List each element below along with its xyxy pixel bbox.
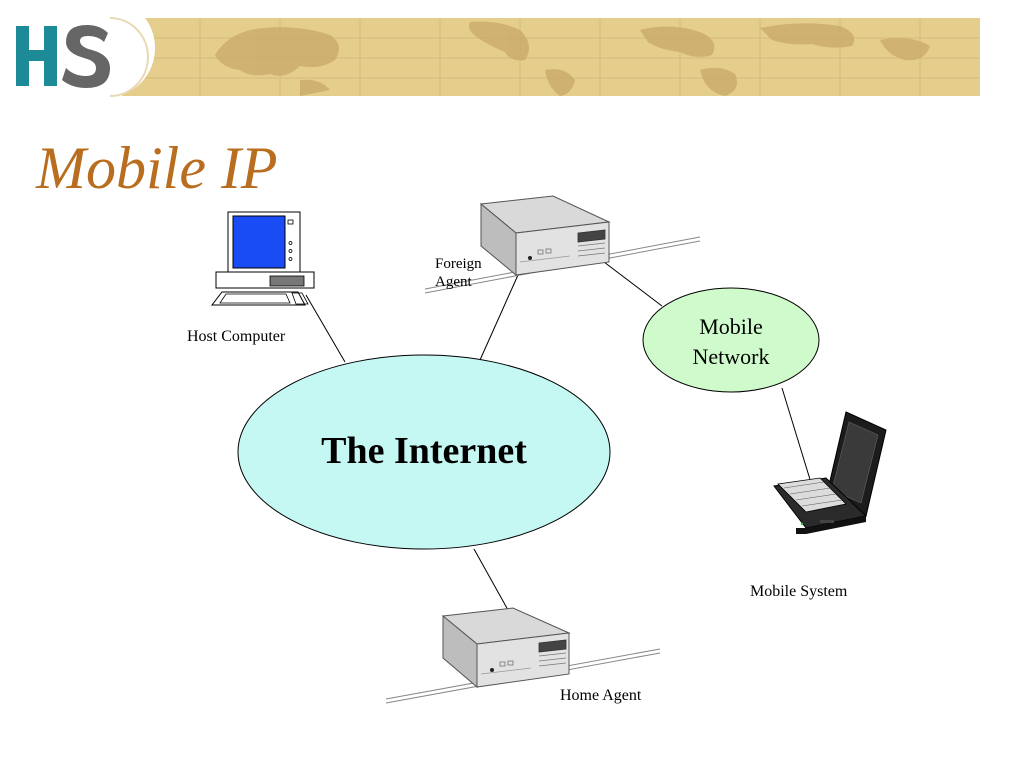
slide-title: Mobile IP <box>36 135 278 201</box>
foreign-agent-server-icon <box>479 195 611 277</box>
foreign-agent-label-line1: Foreign <box>435 256 482 272</box>
home-agent-label: Home Agent <box>560 687 642 704</box>
mobile-network-ellipse <box>642 287 820 393</box>
desktop-computer-icon <box>210 211 315 306</box>
world-map-icon <box>122 18 980 96</box>
link-foreign-internet <box>479 274 519 361</box>
link-foreign-mobilenet <box>603 261 663 307</box>
mobile-network-label: Mobile Network <box>646 312 816 373</box>
laptop-icon <box>773 411 887 534</box>
mobile-network-label-line1: Mobile <box>699 314 763 339</box>
link-internet-home <box>473 548 509 611</box>
foreign-agent-label-line2: Agent <box>435 274 472 290</box>
header-banner <box>0 0 980 97</box>
internet-cloud <box>237 354 611 550</box>
host-computer-label: Host Computer <box>187 328 286 345</box>
link-mobilenet-mobilesystem <box>781 387 813 487</box>
home-agent-server-icon <box>441 607 571 689</box>
mobile-network-label-line2: Network <box>692 344 770 370</box>
logo <box>0 0 155 97</box>
internet-label: The Internet <box>321 430 527 472</box>
link-host-internet <box>305 294 346 363</box>
foreign-agent-label: Foreign Agent <box>435 255 482 291</box>
mobile-system-label: Mobile System <box>750 583 848 600</box>
